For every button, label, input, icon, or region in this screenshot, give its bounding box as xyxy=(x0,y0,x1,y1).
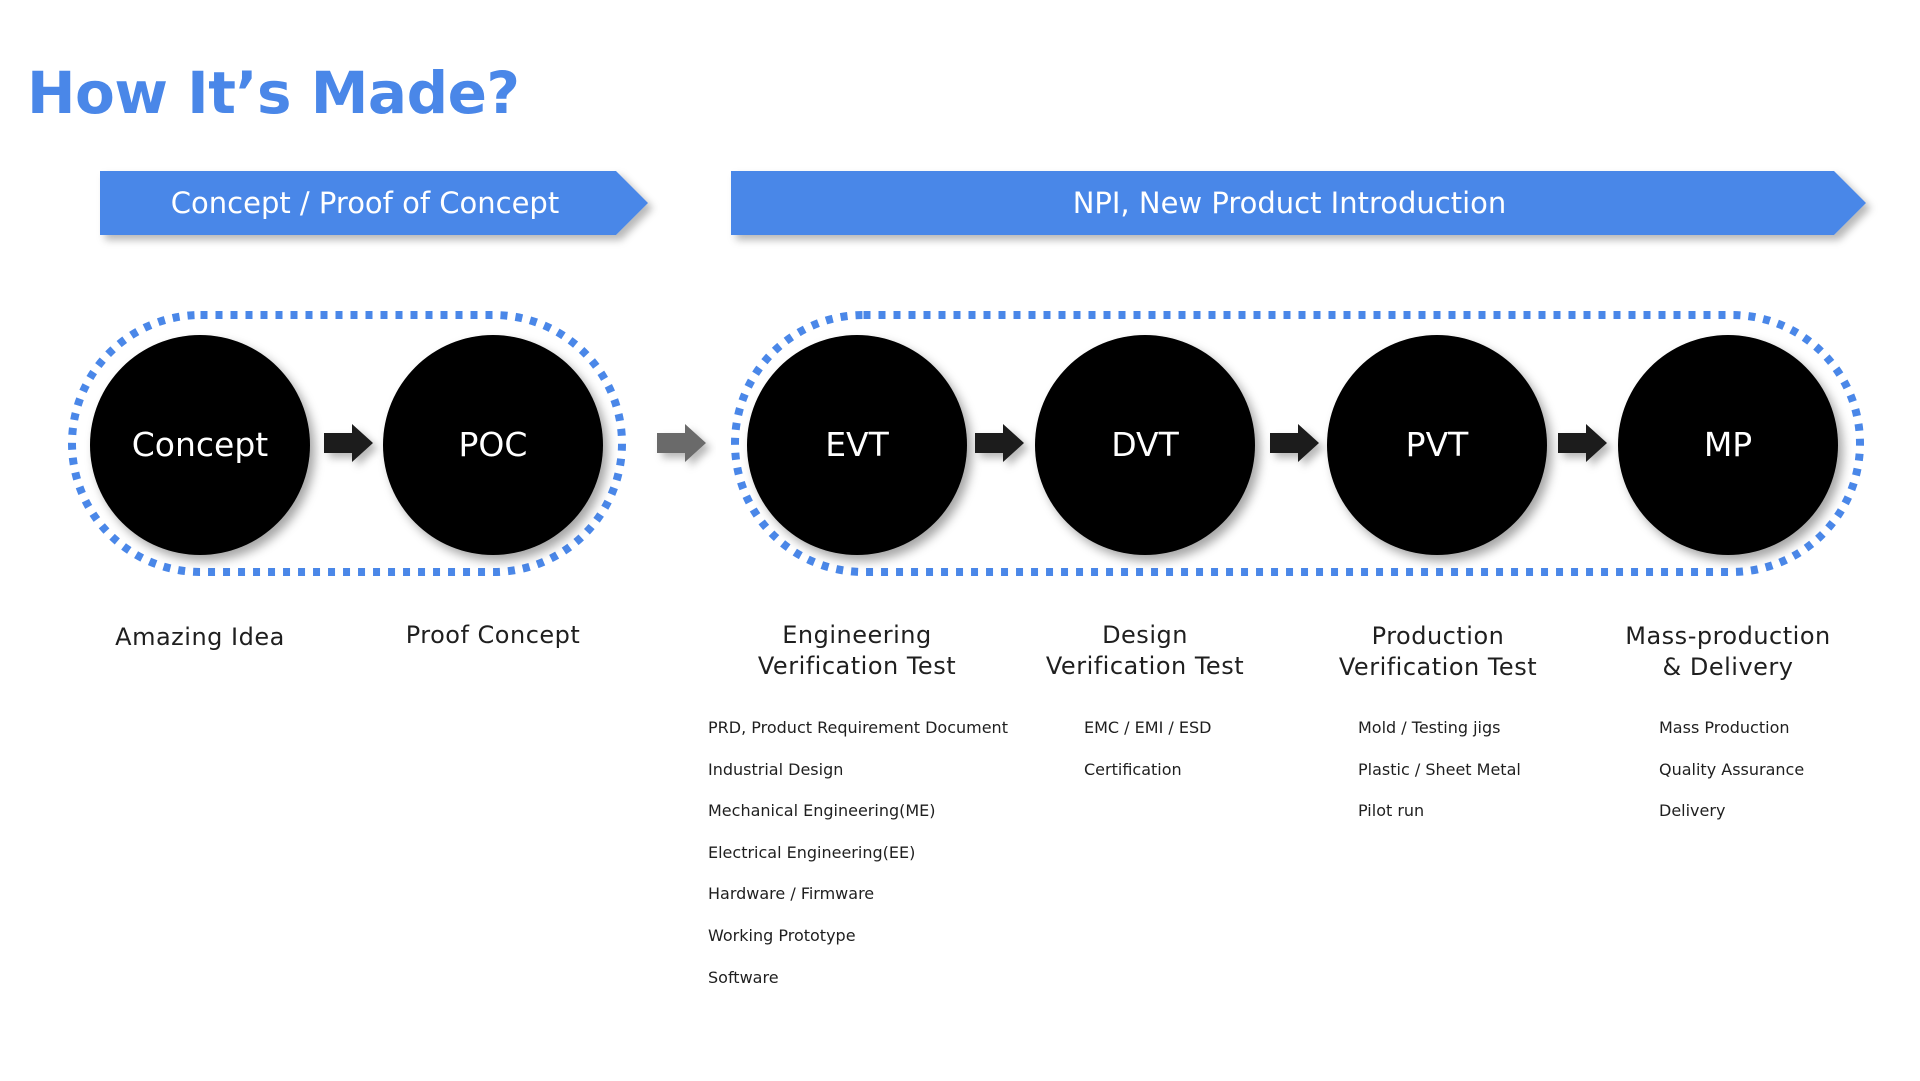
list-item: Certification xyxy=(1084,759,1182,779)
concept-description: Amazing Idea xyxy=(40,622,360,653)
pvt-description: Production Verification Test xyxy=(1278,621,1598,683)
concept-circle xyxy=(90,335,310,555)
page-title: How It’s Made? xyxy=(27,59,520,127)
list-item: Quality Assurance xyxy=(1659,759,1805,779)
dvt-description-line: Design xyxy=(1102,621,1188,649)
pvt-description-line: Production xyxy=(1371,622,1505,650)
poc-description: Proof Concept xyxy=(333,620,653,651)
mp-task-list: Mass Production Quality Assurance Delive… xyxy=(1659,718,1804,843)
evt-task-list: PRD, Product Requirement Document Indust… xyxy=(708,718,1008,1009)
dvt-task-list: EMC / EMI / ESD Certification xyxy=(1084,718,1211,801)
arrow-right-icon xyxy=(975,424,1024,462)
pvt-circle-label: PVT xyxy=(1405,425,1469,464)
evt-circle xyxy=(747,335,967,555)
poc-circle-label: POC xyxy=(458,425,528,464)
mp-circle xyxy=(1618,335,1838,555)
pvt-task-list: Mold / Testing jigs Plastic / Sheet Meta… xyxy=(1358,718,1521,843)
mp-description-line: & Delivery xyxy=(1662,653,1794,681)
list-item: Mass Production xyxy=(1659,718,1790,737)
list-item: Software xyxy=(708,967,779,987)
mp-circle-label: MP xyxy=(1703,425,1753,464)
list-item: Mechanical Engineering(ME) xyxy=(708,801,936,821)
dvt-description-line: Verification Test xyxy=(1045,652,1245,680)
evt-description-line: Verification Test xyxy=(757,652,957,680)
list-item: Mold / Testing jigs xyxy=(1358,718,1501,737)
arrow-right-icon xyxy=(324,424,373,462)
evt-description-line: Engineering xyxy=(782,621,932,649)
dvt-description: Design Verification Test xyxy=(985,620,1305,682)
list-item: Delivery xyxy=(1659,801,1726,821)
list-item: Plastic / Sheet Metal xyxy=(1358,759,1521,779)
concept-banner-label: Concept / Proof of Concept xyxy=(170,186,560,220)
mp-description-line: Mass-production xyxy=(1625,622,1831,650)
arrow-right-icon xyxy=(1558,424,1607,462)
npi-group-outline xyxy=(731,311,1864,576)
arrow-right-icon xyxy=(657,424,706,462)
npi-banner xyxy=(731,171,1866,235)
npi-banner-label: NPI, New Product Introduction xyxy=(1072,186,1507,220)
evt-description: Engineering Verification Test xyxy=(697,620,1017,682)
dvt-circle xyxy=(1035,335,1255,555)
pvt-description-line: Verification Test xyxy=(1338,653,1538,681)
concept-group-outline xyxy=(68,311,626,576)
concept-description-line: Amazing Idea xyxy=(115,623,285,651)
mp-description: Mass-production & Delivery xyxy=(1568,621,1888,683)
evt-circle-label: EVT xyxy=(825,425,889,464)
concept-banner xyxy=(100,171,648,235)
list-item: PRD, Product Requirement Document xyxy=(708,718,1008,737)
poc-circle xyxy=(383,335,603,555)
dvt-circle-label: DVT xyxy=(1111,425,1179,464)
arrow-right-icon xyxy=(1270,424,1319,462)
list-item: Industrial Design xyxy=(708,759,844,779)
concept-circle-label: Concept xyxy=(131,425,269,464)
list-item: EMC / EMI / ESD xyxy=(1084,718,1212,737)
list-item: Electrical Engineering(EE) xyxy=(708,842,916,862)
pvt-circle xyxy=(1327,335,1547,555)
list-item: Hardware / Firmware xyxy=(708,884,875,904)
list-item: Working Prototype xyxy=(708,925,856,945)
poc-description-line: Proof Concept xyxy=(405,621,581,649)
list-item: Pilot run xyxy=(1358,801,1425,821)
